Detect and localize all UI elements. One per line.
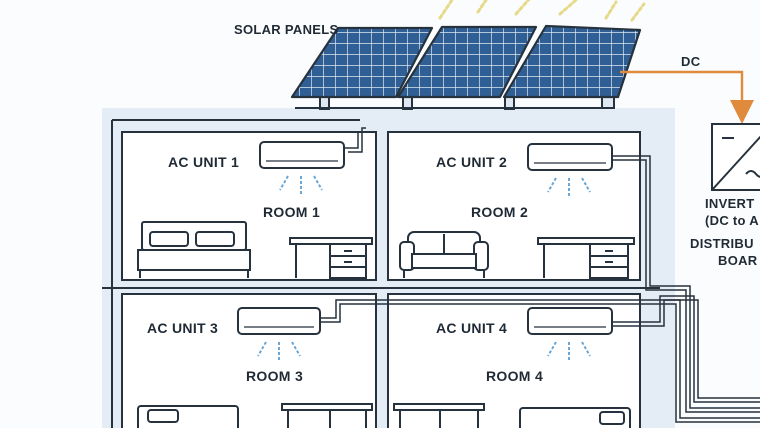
distribution-pipes <box>318 127 760 423</box>
inverter-label-line-1: INVERT <box>705 196 755 211</box>
distribution-board-label-line-1: DISTRIBU <box>690 236 754 251</box>
ac-unit-1-label: AC UNIT 1 <box>168 154 240 170</box>
ac-unit-2-label: AC UNIT 2 <box>436 154 508 170</box>
room-3-label: ROOM 3 <box>246 368 304 384</box>
desk-icon <box>537 237 635 279</box>
room-2-label: ROOM 2 <box>471 204 529 220</box>
dc-line <box>620 70 754 124</box>
dc-label: DC <box>681 54 701 69</box>
inverter-label-line-2: (DC to A <box>705 213 759 228</box>
sofa-icon <box>399 231 489 278</box>
room-4-label: ROOM 4 <box>486 368 544 384</box>
ac-unit-4-label: AC UNIT 4 <box>436 320 508 336</box>
desk-icon <box>393 403 485 428</box>
solar-panels-label: SOLAR PANELS <box>234 22 339 37</box>
distribution-board-label-line-2: BOAR <box>718 253 758 268</box>
ac-unit-icon <box>237 141 613 335</box>
desk-icon <box>281 403 373 428</box>
airflow-icon <box>257 175 591 360</box>
bed-icon <box>519 407 631 428</box>
room-1-label: ROOM 1 <box>263 204 321 220</box>
desk-icon <box>289 237 373 279</box>
sun-rays-icon <box>438 0 646 22</box>
bed-icon <box>137 221 251 278</box>
bed-icon <box>137 405 239 428</box>
inverter-icon <box>711 123 760 191</box>
ac-unit-3-label: AC UNIT 3 <box>147 320 219 336</box>
solar-panel-icon <box>290 24 642 99</box>
